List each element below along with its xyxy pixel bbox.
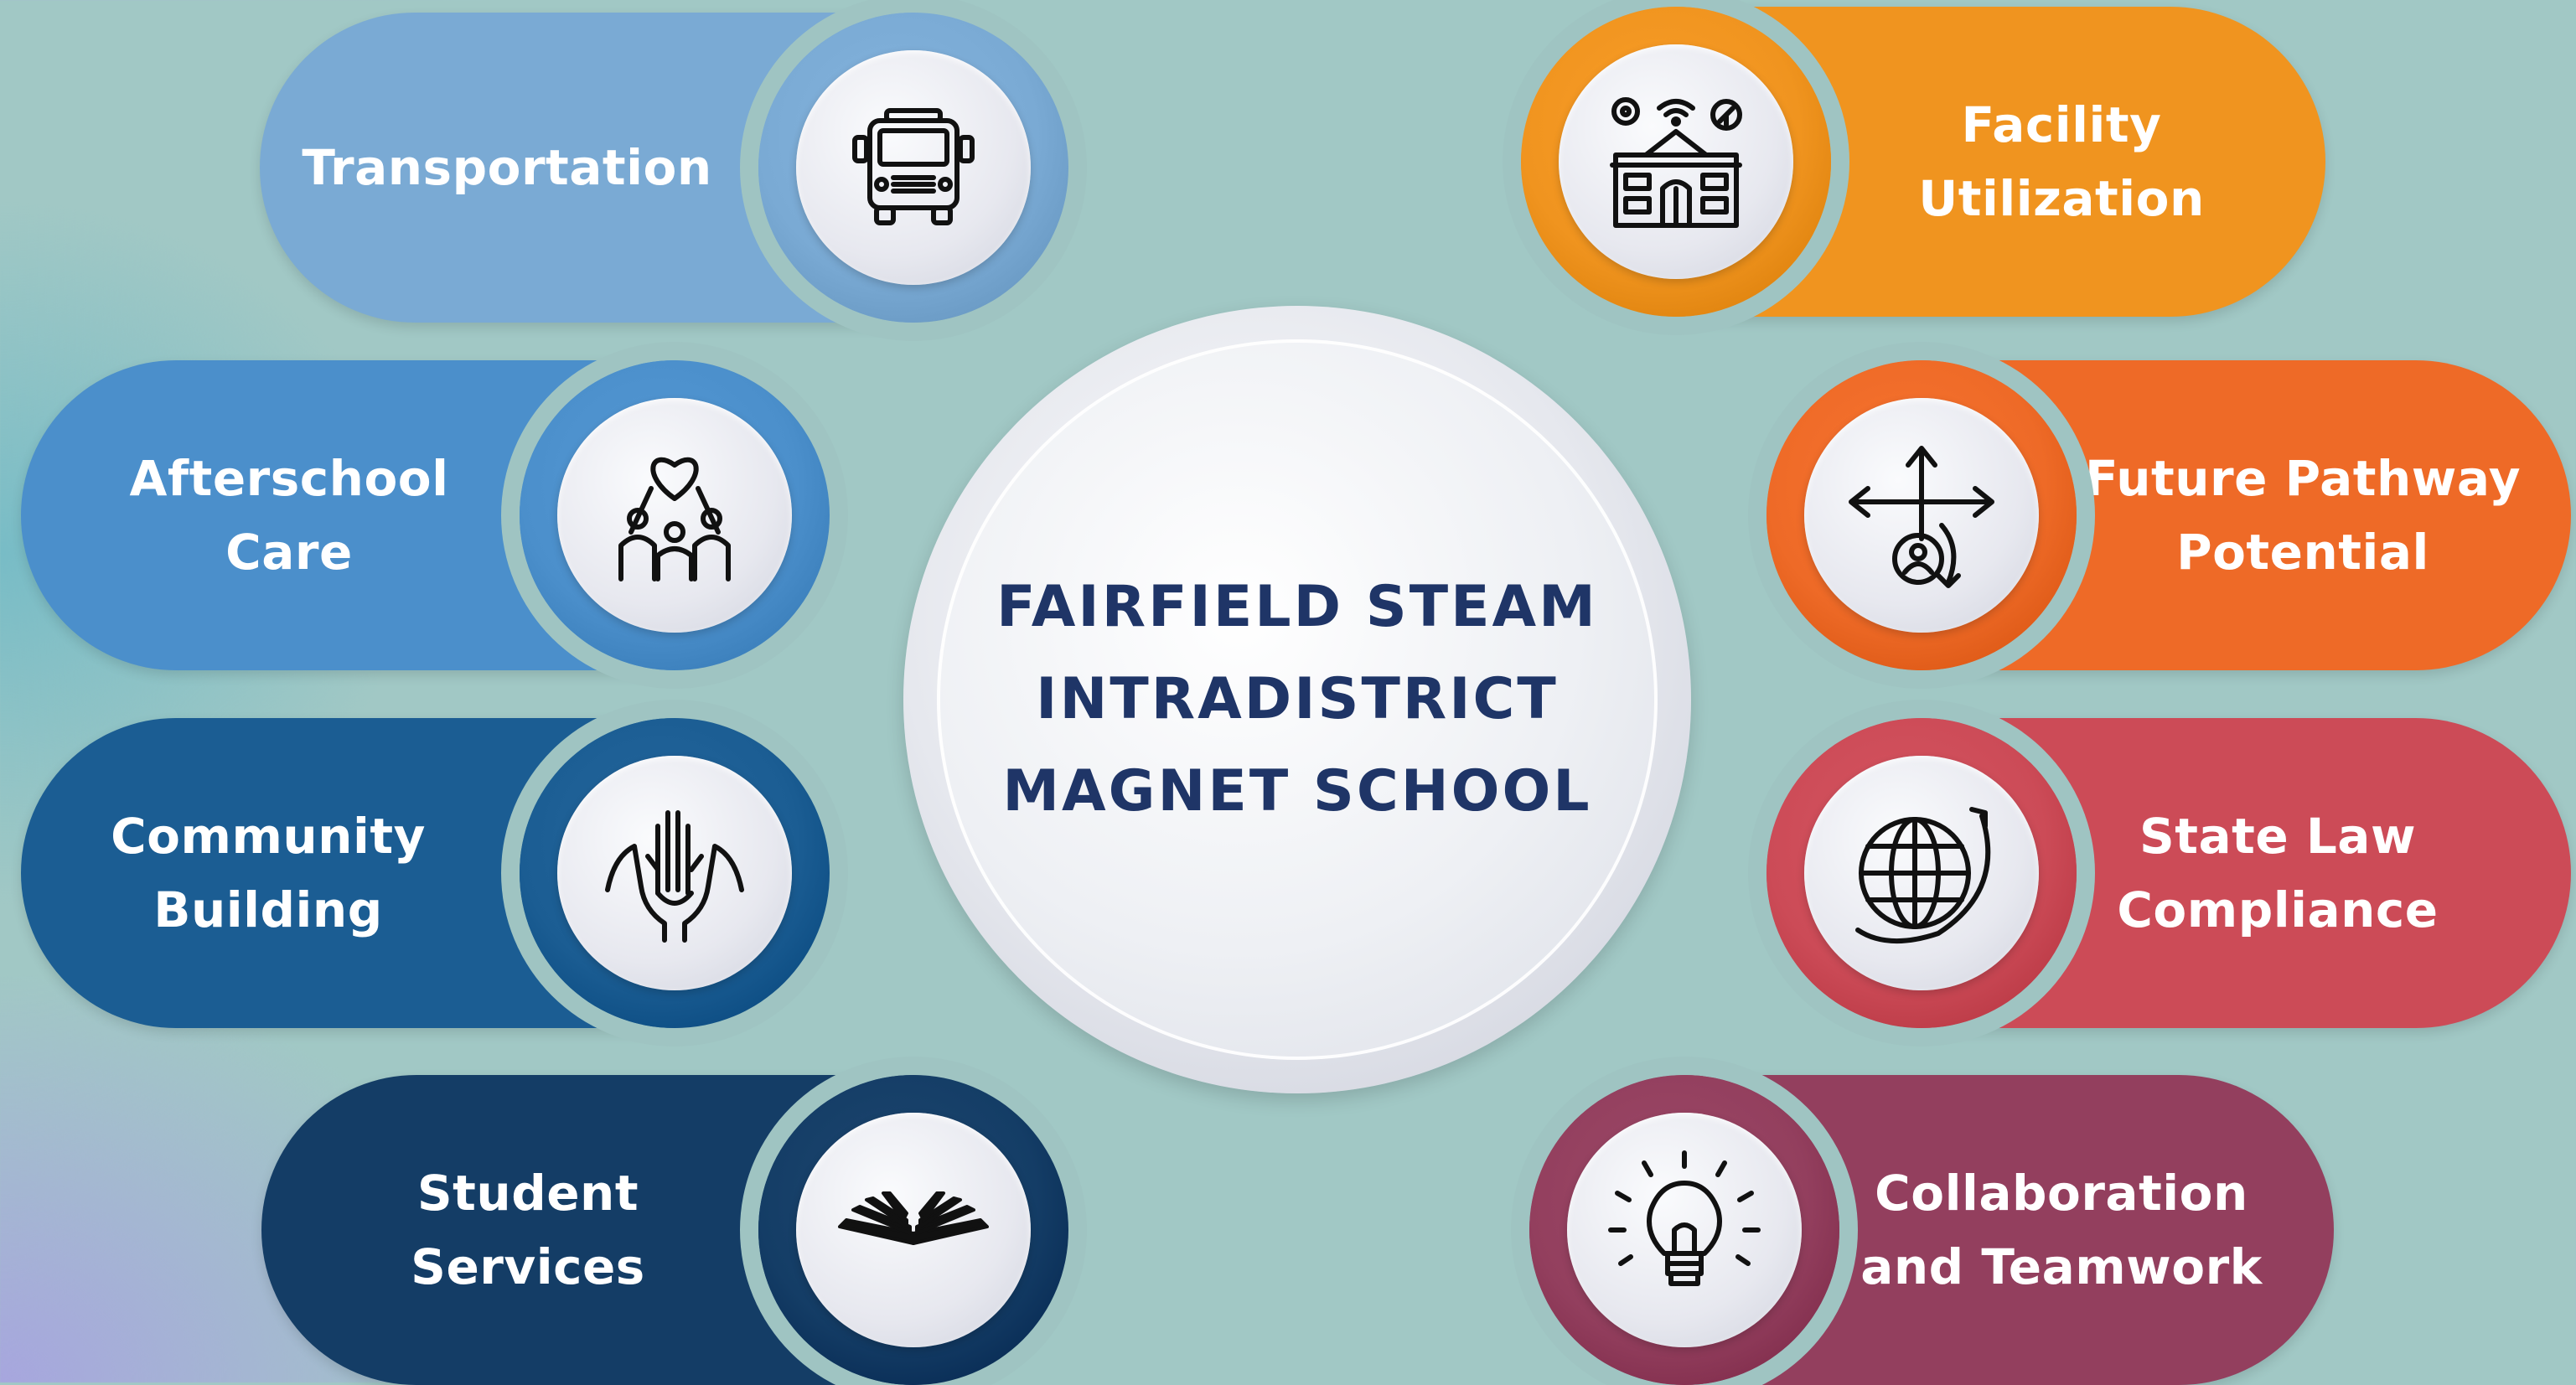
icon-ring-future-pathway — [1766, 360, 2077, 670]
icon-ring-transportation — [758, 13, 1068, 323]
pathway-arrows-icon — [1804, 398, 2039, 633]
icon-ring-facility-utilization — [1521, 7, 1831, 317]
heart-hands-icon — [557, 398, 792, 633]
pill-label: State Law Compliance — [2117, 808, 2439, 938]
smart-building-icon — [1559, 44, 1793, 279]
lightbulb-icon — [1567, 1113, 1802, 1347]
pill-label: Future Pathway Potential — [2084, 450, 2522, 581]
center-title: FAIRFIELD STEAM INTRADISTRICT MAGNET SCH… — [996, 574, 1598, 824]
pill-label: Transportation — [302, 139, 712, 196]
school-bus-icon — [796, 50, 1031, 285]
icon-ring-state-law — [1766, 718, 2077, 1028]
open-book-icon — [796, 1113, 1031, 1347]
pill-label: Afterschool Care — [129, 450, 449, 581]
pill-label: Student Services — [411, 1165, 645, 1295]
center-circle: FAIRFIELD STEAM INTRADISTRICT MAGNET SCH… — [903, 306, 1691, 1093]
icon-ring-student-services — [758, 1075, 1068, 1385]
pill-label: Facility Utilization — [1918, 96, 2205, 227]
pill-label: Community Building — [111, 808, 426, 938]
globe-icon — [1804, 756, 2039, 990]
icon-ring-collaboration — [1529, 1075, 1839, 1385]
pill-label: Collaboration and Teamwork — [1860, 1165, 2263, 1295]
icon-ring-afterschool-care — [520, 360, 830, 670]
icon-ring-community-building — [520, 718, 830, 1028]
center-disc: FAIRFIELD STEAM INTRADISTRICT MAGNET SCH… — [937, 339, 1658, 1060]
helping-hands-icon — [557, 756, 792, 990]
